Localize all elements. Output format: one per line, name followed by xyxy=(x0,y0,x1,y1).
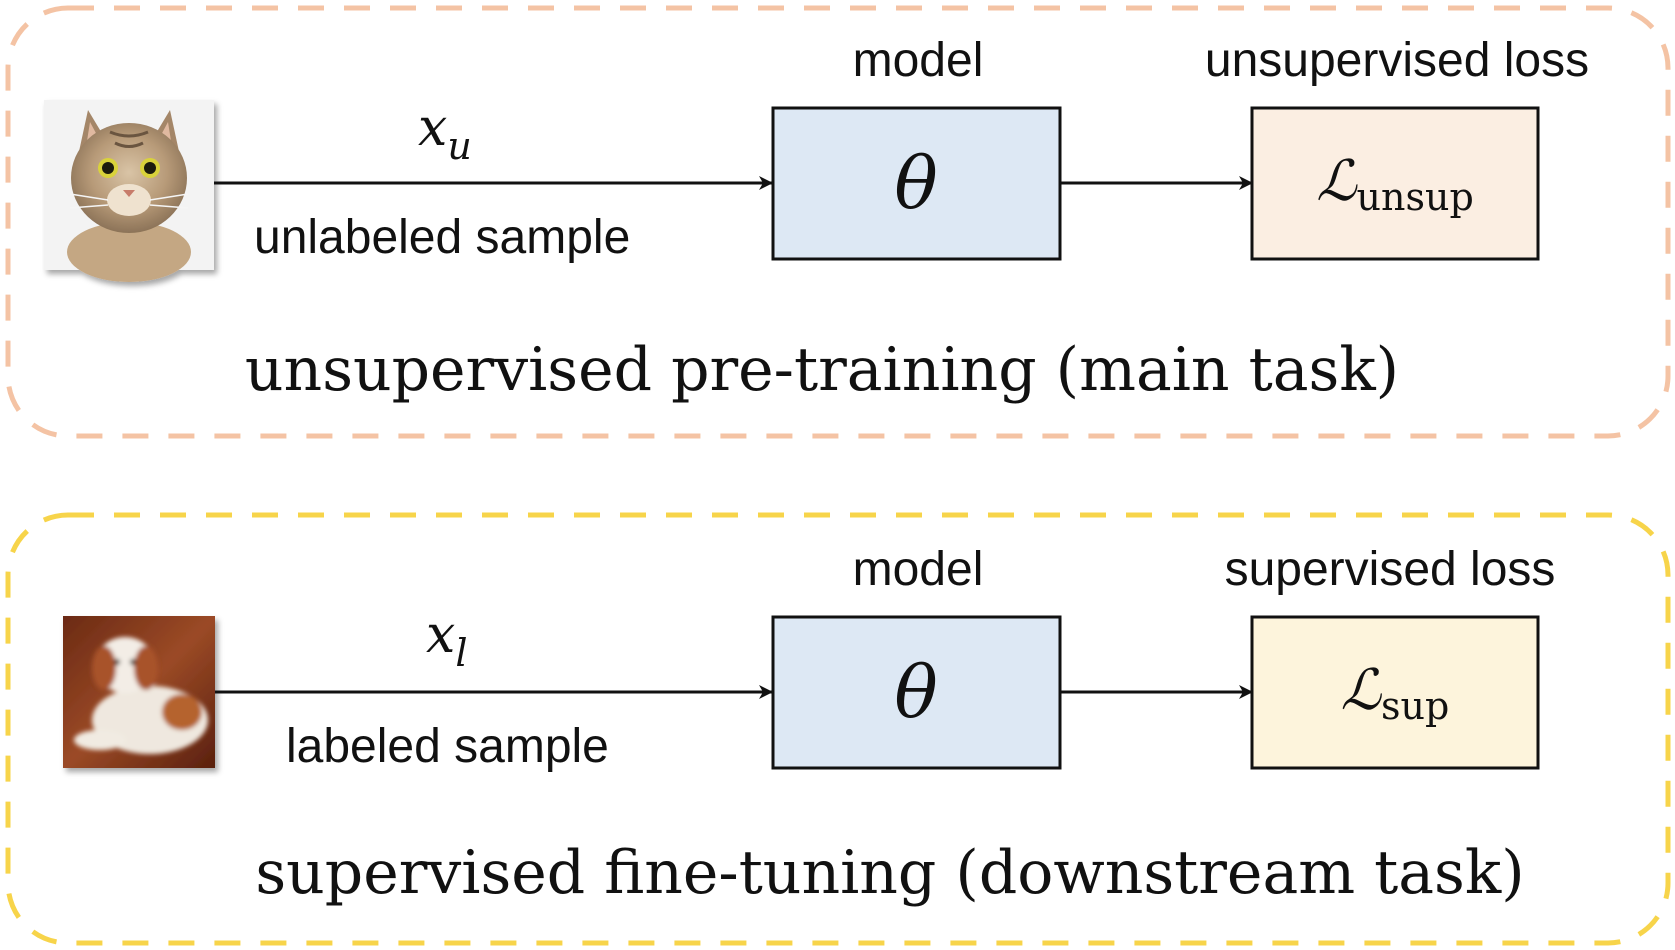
loss-symbol: ℒsup xyxy=(1341,658,1450,728)
model-symbol: θ xyxy=(894,141,937,225)
panel-finetuning: xl labeled sample model θ supervised los… xyxy=(5,512,1671,946)
sample-label: labeled sample xyxy=(286,720,609,773)
cat-image xyxy=(44,100,214,282)
loss-box xyxy=(1250,615,1540,770)
model-symbol: θ xyxy=(894,650,937,734)
input-variable: xu xyxy=(418,98,472,168)
loss-label: supervised loss xyxy=(1225,543,1556,596)
loss-symbol: ℒunsup xyxy=(1316,149,1474,219)
model-box xyxy=(771,106,1062,261)
model-box xyxy=(771,615,1062,770)
panel-border xyxy=(5,5,1671,439)
panel-pretraining: xu unlabeled sample model θ unsupervised… xyxy=(5,5,1671,439)
dog-image xyxy=(63,616,215,768)
sample-label: unlabeled sample xyxy=(254,211,630,264)
loss-box xyxy=(1250,106,1540,261)
model-label: model xyxy=(853,543,984,596)
panel-caption: supervised fine-tuning (downstream task) xyxy=(255,838,1524,908)
model-label: model xyxy=(853,34,984,87)
loss-label: unsupervised loss xyxy=(1205,34,1589,87)
panel-border xyxy=(5,512,1671,946)
panel-caption: unsupervised pre-training (main task) xyxy=(245,335,1399,405)
input-variable: xl xyxy=(426,605,467,675)
